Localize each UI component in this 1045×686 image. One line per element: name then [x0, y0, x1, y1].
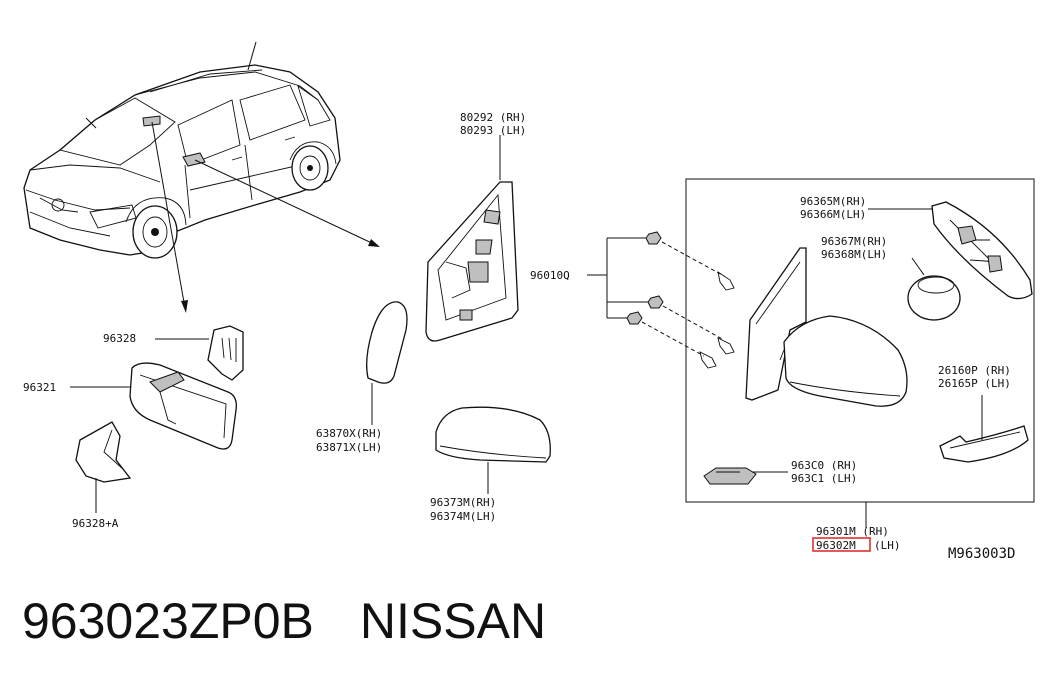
label-96321: 96321 [23, 381, 56, 394]
mirror-heater-cap [907, 275, 961, 321]
label-96374: 96374M(LH) [430, 510, 496, 523]
mirror-cover-cap [435, 406, 551, 463]
interior-rear-view-mirror [129, 362, 237, 450]
label-96301: 96301M (RH) [816, 525, 889, 538]
mirror-actuator-motor [931, 201, 1033, 300]
label-96302: 96302M [816, 539, 856, 552]
diagram-code: M963003D [948, 546, 1015, 562]
assembly-box [685, 178, 1035, 503]
interior-mirror-cover [207, 325, 244, 381]
car-illustration [23, 41, 341, 259]
label-96302-lh: (LH) [874, 539, 901, 552]
door-mirror-assembly [779, 315, 908, 407]
label-96328a: 96328+A [72, 517, 119, 530]
label-96368: 96368M(LH) [821, 248, 887, 261]
label-63870: 63870X(RH) [316, 427, 382, 440]
label-96328: 96328 [103, 332, 136, 345]
mirror-harness-bracket [703, 467, 757, 485]
mirror-glass [366, 301, 408, 384]
footer-caption: 963023ZP0B NISSAN [22, 596, 546, 646]
door-corner-garnish [425, 181, 519, 342]
footer-part-number: 963023ZP0B [22, 593, 314, 649]
label-96010: 96010Q [530, 269, 570, 282]
label-96373: 96373M(RH) [430, 496, 496, 509]
label-96367: 96367M(RH) [821, 235, 887, 248]
label-96365: 96365M(RH) [800, 195, 866, 208]
leader-96367 [911, 257, 925, 276]
car-pointer-arrows [85, 117, 380, 313]
label-80293: 80293 (LH) [460, 124, 526, 137]
label-963c1: 963C1 (LH) [791, 472, 857, 485]
footer-brand: NISSAN [359, 593, 547, 649]
label-963c0: 963C0 (RH) [791, 459, 857, 472]
side-turn-signal-lamp [939, 425, 1029, 463]
screw-group [587, 231, 735, 369]
label-26160: 26160P (RH) [938, 364, 1011, 377]
label-96366: 96366M(LH) [800, 208, 866, 221]
mirror-stay-cover [75, 421, 132, 483]
label-80292: 80292 (RH) [460, 111, 526, 124]
label-63871: 63871X(LH) [316, 441, 382, 454]
highlight-box-96302 [812, 537, 871, 552]
label-26165: 26165P (LH) [938, 377, 1011, 390]
